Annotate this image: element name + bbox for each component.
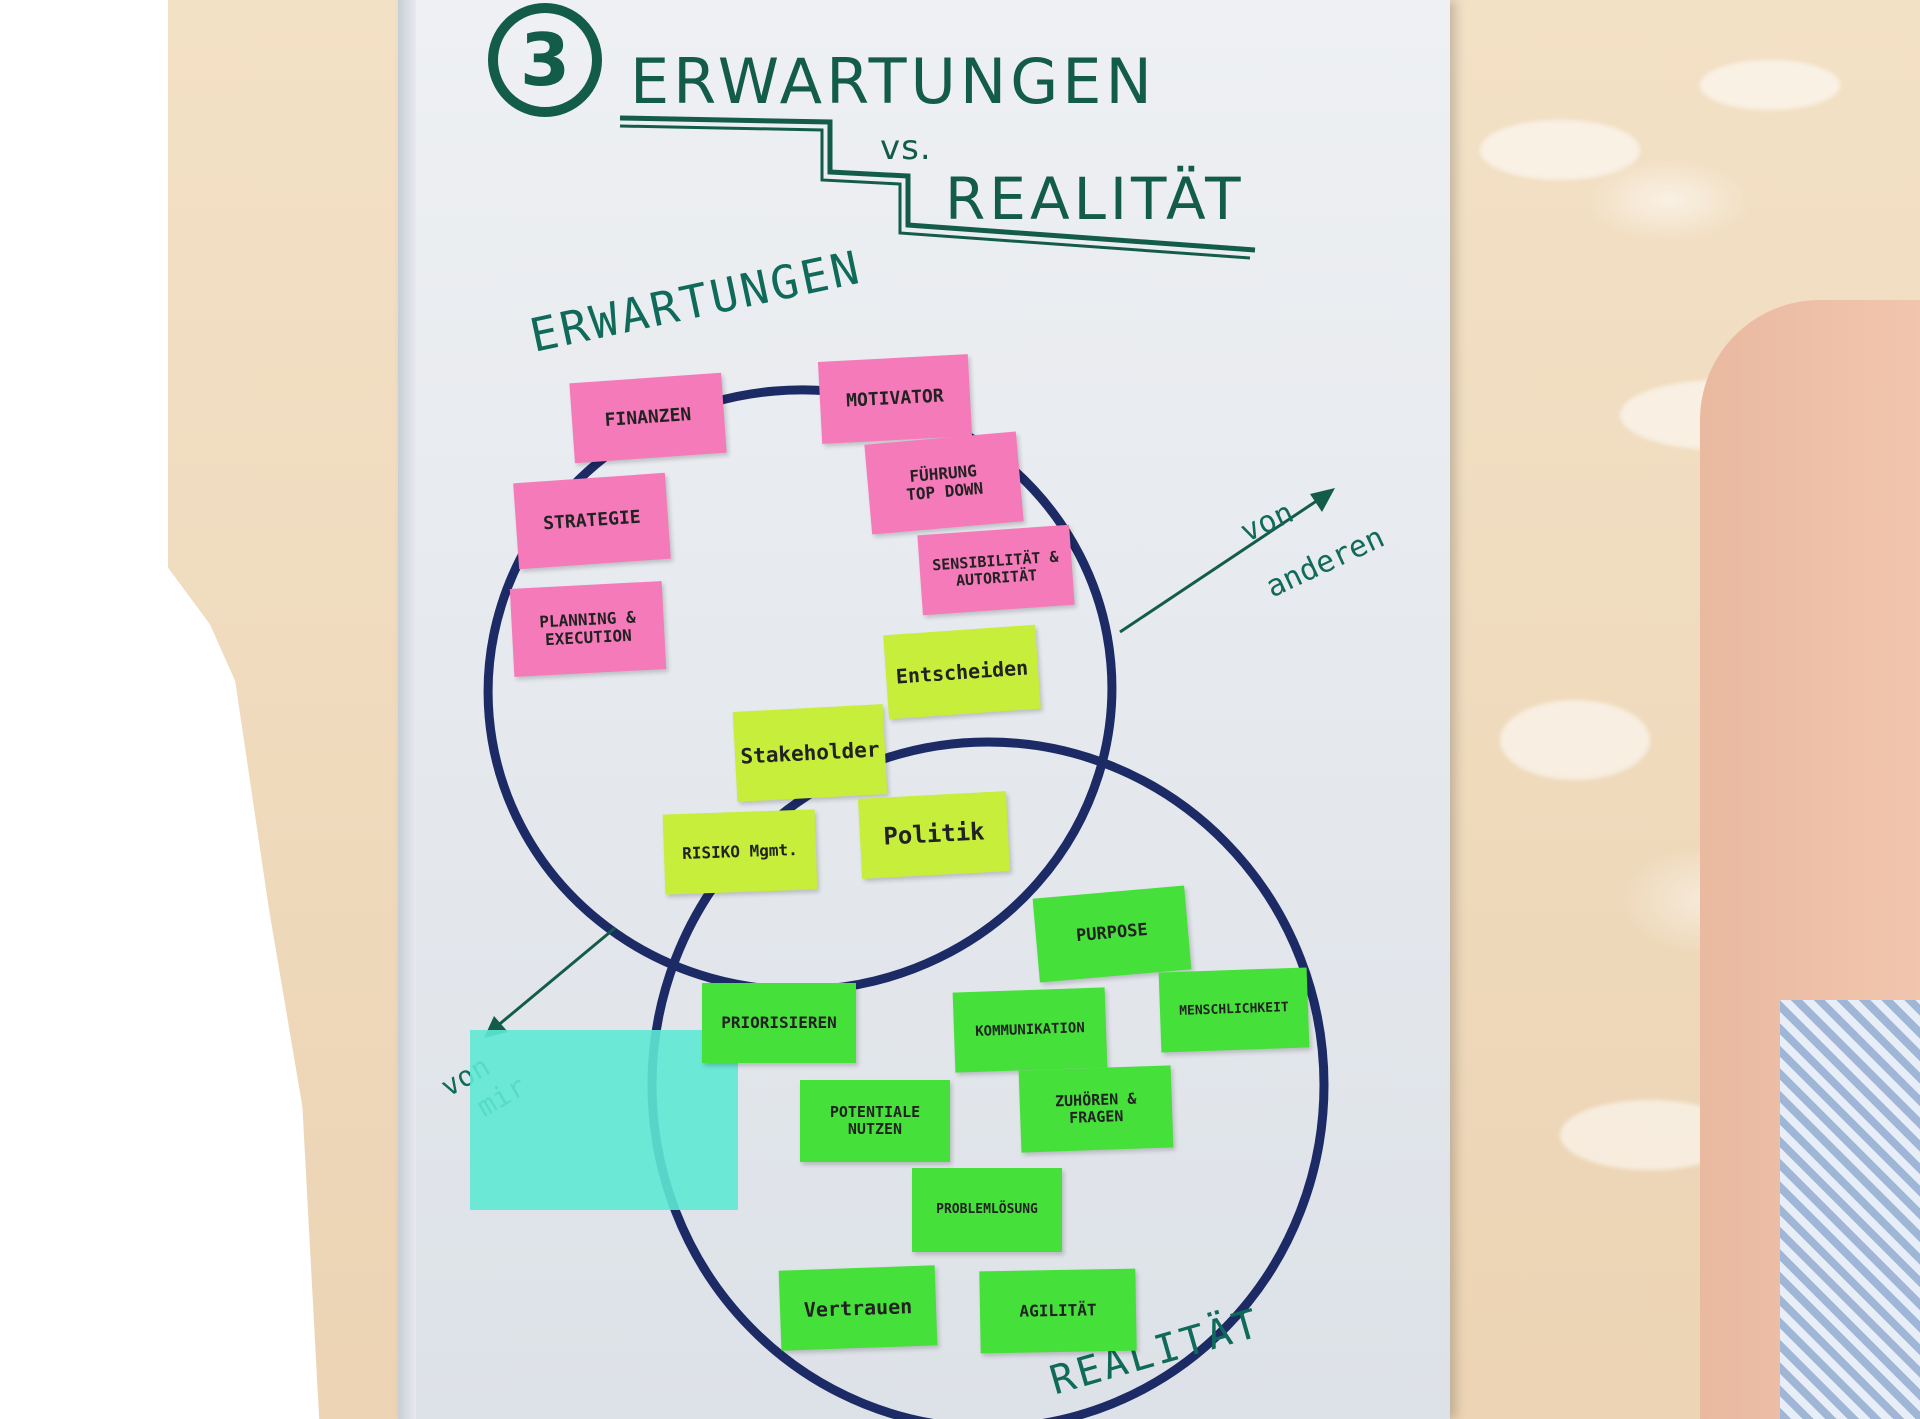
arrow-right-line bbox=[1119, 490, 1331, 634]
note-zuhoeren: ZUHÖREN & FRAGEN bbox=[1018, 1065, 1174, 1153]
cyan-blank-card bbox=[470, 1030, 738, 1210]
note-problemloesung: PROBLEMLÖSUNG bbox=[912, 1168, 1062, 1252]
note-fuehrung: FÜHRUNG TOP DOWN bbox=[864, 431, 1024, 535]
note-priorisieren: PRIORISIEREN bbox=[702, 983, 856, 1063]
note-finanzen: FINANZEN bbox=[569, 372, 727, 464]
flipchart-edge bbox=[398, 0, 416, 1419]
poster-title-line1: ERWARTUNGEN bbox=[630, 45, 1156, 118]
wall-stone bbox=[1700, 60, 1840, 110]
presenter-dress bbox=[1780, 1000, 1920, 1419]
poster-title-line3: REALITÄT bbox=[945, 165, 1245, 233]
title-underline bbox=[619, 115, 1256, 253]
poster-title-line2: vs. bbox=[880, 128, 932, 168]
note-potentiale: POTENTIALE NUTZEN bbox=[800, 1080, 950, 1162]
note-sensibilitaet: SENSIBILITÄT & AUTORITÄT bbox=[917, 524, 1075, 616]
note-strategie: STRATEGIE bbox=[513, 472, 671, 570]
title-underline-2 bbox=[619, 124, 1251, 260]
note-menschlichkeit: MENSCHLICHKEIT bbox=[1158, 967, 1310, 1053]
note-motivator: MOTIVATOR bbox=[817, 354, 973, 444]
note-politik: Politik bbox=[858, 791, 1010, 879]
note-planning: PLANNING & EXECUTION bbox=[509, 581, 667, 677]
note-entscheiden: Entscheiden bbox=[883, 624, 1041, 720]
note-purpose: PURPOSE bbox=[1032, 885, 1192, 983]
arrow-right-head bbox=[1310, 488, 1335, 512]
note-agilitaet: AGILITÄT bbox=[979, 1268, 1137, 1354]
number-circle bbox=[488, 3, 602, 117]
note-stakeholder: Stakeholder bbox=[732, 704, 888, 802]
note-vertrauen: Vertrauen bbox=[778, 1265, 938, 1351]
wall-stone bbox=[1480, 120, 1640, 180]
arrow-left-line bbox=[489, 926, 616, 1034]
note-risiko: RISIKO Mgmt. bbox=[662, 809, 818, 895]
note-kommunikation: KOMMUNIKATION bbox=[952, 987, 1108, 1073]
poster-number: 3 bbox=[520, 18, 571, 102]
wall-stone bbox=[1500, 700, 1650, 780]
